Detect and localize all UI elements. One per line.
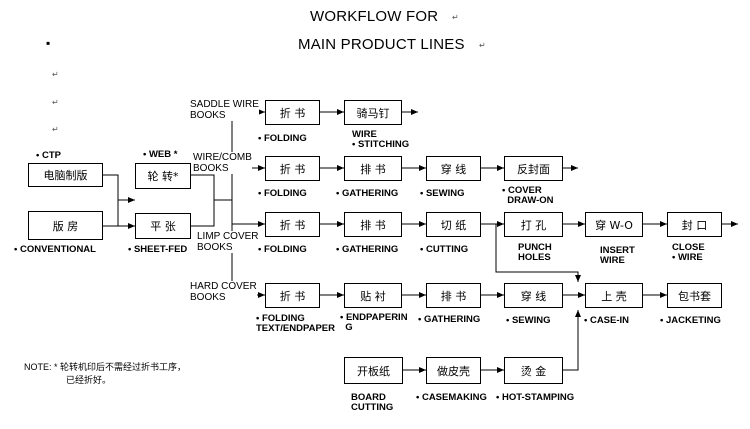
folding-limp-box: 折 书: [265, 212, 320, 237]
folding-saddle-label: • FOLDING: [258, 133, 307, 144]
gathering-wire-box: 排 书: [344, 156, 402, 181]
web-label: • WEB *: [143, 149, 178, 160]
gathering-hard-box: 排 书: [426, 283, 481, 308]
hot-stamping-label: • HOT-STAMPING: [496, 392, 575, 403]
casemaking-box: 做皮壳: [426, 357, 481, 384]
sewing-hard-box: 穿 线: [504, 283, 563, 308]
jacketing-box: 包书套: [667, 283, 722, 308]
arrow-to-sheetfed: [117, 200, 135, 229]
close-wire-label: CLOSE • WIRE: [672, 242, 705, 263]
category-limp-cover: LIMP COVER BOOKS: [197, 231, 259, 253]
punch-holes-label: PUNCH HOLES: [518, 242, 552, 263]
folding-wire-box: 折 书: [265, 156, 320, 181]
jacketing-label: • JACKETING: [660, 315, 721, 326]
sewing-hard-label: • SEWING: [506, 315, 551, 326]
conventional-box: 版 房: [28, 211, 103, 240]
close-wire-box: 封 口: [667, 212, 722, 237]
cutting-limp-box: 切 纸: [426, 212, 481, 237]
gathering-limp-label: • GATHERING: [336, 244, 399, 255]
gathering-limp-box: 排 书: [344, 212, 402, 237]
cover-draw-on-box: 反封面: [504, 156, 563, 181]
return-mark: ↵: [452, 13, 459, 22]
gathering-hard-label: • GATHERING: [418, 314, 481, 325]
hot-stamping-box: 烫 金: [504, 357, 563, 384]
stitching-label: WIRE • STITCHING: [352, 129, 410, 150]
insert-wire-label: INSERT WIRE: [600, 245, 635, 266]
folding-saddle-box: 折 书: [265, 100, 320, 125]
case-in-box: 上 壳: [585, 283, 643, 308]
ctp-box: 电脑制版: [28, 163, 103, 187]
punch-holes-box: 打 孔: [504, 212, 563, 237]
folding-hard-box: 折 书: [265, 283, 320, 308]
endpapering-box: 贴 衬: [344, 283, 402, 308]
cutting-limp-label: • CUTTING: [420, 244, 469, 255]
category-saddle-wire: SADDLE WIRE BOOKS: [190, 99, 259, 121]
note-line-1: NOTE: * 轮转机印后不需经过折书工序，: [24, 362, 187, 372]
folding-hard-label: • FOLDING TEXT/ENDPAPER: [256, 313, 336, 334]
stitching-box: 骑马钉: [344, 100, 402, 125]
board-cutting-box: 开板纸: [344, 357, 403, 384]
sheet-fed-box: 平 张: [135, 213, 191, 239]
sewing-wire-label: • SEWING: [420, 188, 465, 199]
endpapering-label: • ENDPAPERIN G: [340, 312, 408, 333]
gathering-wire-label: • GATHERING: [336, 188, 399, 199]
return-mark: ↵: [479, 41, 486, 50]
ctp-label: • CTP: [36, 150, 61, 161]
category-hard-cover: HARD COVER BOOKS: [190, 281, 257, 303]
insert-wire-box: 穿 W-O: [585, 212, 643, 237]
case-in-label: • CASE-IN: [584, 315, 630, 326]
note-line-2: 已经折好。: [66, 375, 112, 385]
web-box: 轮 转*: [135, 163, 191, 189]
folding-limp-label: • FOLDING: [258, 244, 307, 255]
return-mark: ↵: [52, 98, 59, 107]
folding-wire-label: • FOLDING: [258, 188, 307, 199]
cover-draw-on-label: • COVER DRAW-ON: [502, 185, 554, 206]
category-wire-comb: WIRE/COMB BOOKS: [193, 152, 252, 174]
board-cutting-label: BOARD CUTTING: [351, 392, 394, 413]
return-mark: ↵: [52, 70, 59, 79]
title-line-2: MAIN PRODUCT LINES: [298, 36, 465, 53]
casemaking-label: • CASEMAKING: [416, 392, 487, 403]
return-mark: ↵: [52, 125, 59, 134]
title-line-1: WORKFLOW FOR: [310, 8, 439, 25]
bullet: ▪: [46, 36, 51, 50]
sheet-fed-label: • SHEET-FED: [128, 244, 188, 255]
sewing-wire-box: 穿 线: [426, 156, 481, 181]
conventional-label: • CONVENTIONAL: [14, 244, 96, 255]
